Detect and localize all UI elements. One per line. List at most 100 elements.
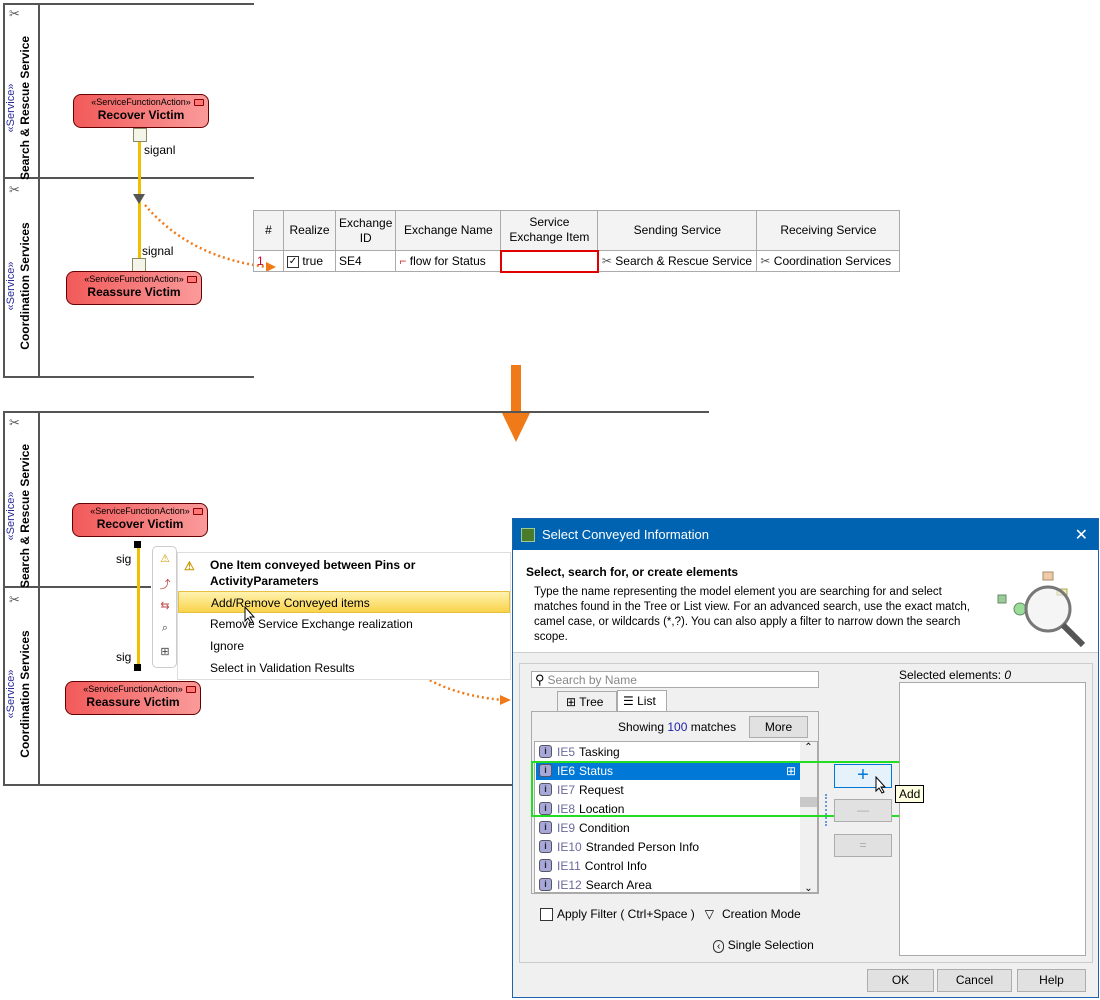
single-selection-label: Single Selection bbox=[727, 938, 814, 952]
col-header[interactable]: Exchange ID bbox=[334, 210, 397, 251]
lane-stereotype: «Service» bbox=[5, 669, 17, 719]
selected-count: 0 bbox=[1004, 668, 1012, 682]
action-recover-victim[interactable]: «ServiceFunctionAction»Recover Victim bbox=[72, 503, 208, 537]
service-exchange-item-cell[interactable] bbox=[499, 249, 599, 273]
item-id: IE9 bbox=[557, 820, 576, 835]
apply-filter-option[interactable]: Apply Filter ( Ctrl+Space ) ▽ Creation M… bbox=[540, 907, 801, 921]
tab-list[interactable]: ☰ List bbox=[617, 690, 667, 712]
chevron-left-icon: ‹ bbox=[713, 940, 725, 953]
mouse-cursor bbox=[244, 606, 256, 624]
remove-button[interactable]: — bbox=[834, 799, 892, 822]
structure-icon[interactable]: ⊞ bbox=[160, 646, 170, 658]
tab-label: Tree bbox=[579, 695, 604, 709]
output-pin[interactable] bbox=[133, 128, 147, 142]
action-icon bbox=[187, 276, 197, 283]
add-tooltip: Add bbox=[895, 785, 925, 803]
service-icon: ✂ bbox=[9, 182, 20, 197]
menu-item-ignore[interactable]: Ignore bbox=[210, 639, 245, 653]
cancel-button[interactable]: Cancel bbox=[937, 969, 1012, 992]
ok-button[interactable]: OK bbox=[867, 969, 934, 992]
realize-cell[interactable]: ✓ true bbox=[283, 250, 336, 272]
col-header[interactable]: Service Exchange Item bbox=[500, 210, 599, 251]
dialog-heading: Select, search for, or create elements bbox=[526, 565, 739, 579]
more-button[interactable]: More bbox=[749, 716, 808, 738]
flow-arrowhead bbox=[133, 194, 145, 204]
remove-all-button[interactable]: = bbox=[834, 834, 892, 857]
search-input[interactable]: ⚲ Search by Name bbox=[531, 671, 819, 688]
scrollbar[interactable]: ⌃⌄ bbox=[800, 742, 817, 893]
sending-service-cell[interactable]: ✂ Search & Rescue Service bbox=[597, 250, 758, 272]
action-icon bbox=[186, 686, 196, 693]
flow-icon: ⌐ bbox=[399, 254, 407, 268]
note-icon[interactable]: ⌕ bbox=[161, 622, 169, 634]
down-arrow-head bbox=[502, 413, 530, 442]
service-exchange-table: # Realize Exchange ID Exchange Name Serv… bbox=[253, 210, 901, 273]
realize-checkbox[interactable]: ✓ bbox=[287, 255, 299, 268]
menu-item-add-remove-conveyed[interactable]: Add/Remove Conveyed items bbox=[178, 591, 510, 613]
add-button[interactable]: + bbox=[834, 764, 892, 788]
lane-coordination[interactable]: «Service»Coordination Services bbox=[4, 594, 32, 794]
pin-label: sig bbox=[116, 650, 132, 664]
item-name: Condition bbox=[579, 820, 630, 835]
service-icon: ✂ bbox=[9, 6, 20, 21]
receiving-service-cell[interactable]: ✂ Coordination Services bbox=[756, 250, 901, 272]
item-name: Location bbox=[579, 801, 625, 816]
action-reassure-victim[interactable]: «ServiceFunctionAction»Reassure Victim bbox=[66, 271, 202, 305]
creation-mode-link[interactable]: Creation Mode bbox=[721, 907, 801, 921]
help-button[interactable]: Help bbox=[1017, 969, 1086, 992]
scroll-down-icon[interactable]: ⌄ bbox=[804, 883, 813, 893]
col-header[interactable]: Receiving Service bbox=[756, 210, 901, 251]
down-arrow-shaft bbox=[511, 365, 521, 415]
information-item-icon: i bbox=[539, 802, 552, 815]
mouse-cursor bbox=[875, 776, 887, 794]
action-recover-victim[interactable]: «ServiceFunctionAction»Recover Victim bbox=[73, 94, 209, 128]
single-selection-toggle[interactable]: ‹ Single Selection bbox=[713, 938, 814, 953]
col-header[interactable]: Realize bbox=[283, 210, 336, 251]
flow-icon[interactable]: ⤴ bbox=[159, 579, 171, 591]
col-header[interactable]: Sending Service bbox=[597, 210, 758, 251]
scroll-up-icon[interactable]: ⌃ bbox=[804, 742, 813, 753]
showing-matches: Showing 100 matches bbox=[618, 720, 736, 734]
show-in-tree-icon[interactable]: ⊞ bbox=[785, 763, 796, 778]
pin-handle[interactable] bbox=[134, 664, 141, 671]
exchange-name-cell[interactable]: ⌐ flow for Status bbox=[395, 250, 502, 272]
exchange-id-cell[interactable]: SE4 bbox=[334, 250, 397, 272]
scrollbar-thumb[interactable] bbox=[800, 797, 817, 807]
tab-label: List bbox=[637, 694, 656, 708]
table-row[interactable]: 1 ✓ true SE4 ⌐ flow for Status ✂ Search … bbox=[253, 249, 901, 273]
col-header[interactable]: Exchange Name bbox=[395, 210, 502, 251]
close-icon[interactable]: ✕ bbox=[1074, 526, 1088, 544]
node-name: Recover Victim bbox=[96, 517, 184, 531]
object-flow[interactable] bbox=[137, 545, 140, 670]
information-item-icon: i bbox=[539, 878, 552, 891]
menu-item-remove-realization[interactable]: Remove Service Exchange realization bbox=[210, 617, 413, 631]
information-item-icon: i bbox=[539, 840, 552, 853]
information-item-icon: i bbox=[539, 745, 552, 758]
warning-icon[interactable]: ⚠ bbox=[160, 553, 170, 565]
pin-handle[interactable] bbox=[134, 541, 141, 548]
filter-icon[interactable]: ▽ bbox=[704, 907, 714, 921]
col-header[interactable]: # bbox=[253, 210, 284, 251]
connect-icon[interactable]: ⇆ bbox=[160, 600, 170, 612]
lane-search-rescue[interactable]: «Service»Search & Rescue Service bbox=[4, 416, 32, 616]
tab-tree[interactable]: ⊞ Tree bbox=[557, 691, 617, 711]
pin-label: signal bbox=[142, 244, 174, 258]
warning-icon: ⚠ bbox=[184, 559, 195, 573]
apply-filter-checkbox[interactable] bbox=[540, 907, 553, 921]
service-icon: ✂ bbox=[9, 415, 20, 430]
splitter-handle[interactable] bbox=[825, 794, 827, 826]
sending-service: Search & Rescue Service bbox=[615, 254, 753, 268]
action-reassure-victim[interactable]: «ServiceFunctionAction»Reassure Victim bbox=[65, 681, 201, 715]
selected-elements-list[interactable] bbox=[899, 682, 1086, 956]
menu-item-select-in-results[interactable]: Select in Validation Results bbox=[210, 661, 355, 675]
item-name: Search Area bbox=[585, 877, 652, 892]
